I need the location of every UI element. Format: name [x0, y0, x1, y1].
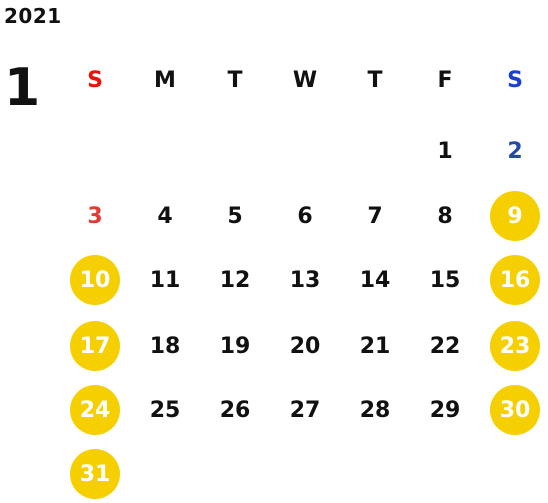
- day-cell[interactable]: 3: [67, 188, 123, 244]
- day-cell-highlighted[interactable]: 10: [67, 252, 123, 308]
- weekday-header-row: S M T W T F S: [67, 52, 548, 108]
- day-cell[interactable]: 8: [417, 188, 473, 244]
- weekday-saturday: S: [507, 67, 523, 93]
- day-number: 5: [227, 203, 243, 229]
- day-cell[interactable]: 4: [137, 188, 193, 244]
- week-row-4: 17 18 19 20 21 22 23: [67, 318, 548, 374]
- day-cell[interactable]: 2: [487, 123, 543, 179]
- day-cell-highlighted[interactable]: 16: [487, 252, 543, 308]
- day-cell[interactable]: 5: [207, 188, 263, 244]
- day-number: 10: [79, 267, 111, 293]
- weekday-thursday: T: [367, 67, 383, 93]
- day-cell-highlighted[interactable]: 31: [67, 446, 123, 502]
- day-cell[interactable]: 15: [417, 252, 473, 308]
- day-number: 28: [359, 397, 391, 423]
- day-number: 17: [79, 333, 111, 359]
- day-cell[interactable]: 21: [347, 318, 403, 374]
- day-cell-highlighted[interactable]: 24: [67, 382, 123, 438]
- day-cell[interactable]: 19: [207, 318, 263, 374]
- weekday-tuesday: T: [227, 67, 243, 93]
- day-number: 21: [359, 333, 391, 359]
- day-cell[interactable]: 13: [277, 252, 333, 308]
- day-cell[interactable]: 6: [277, 188, 333, 244]
- day-number: 12: [219, 267, 251, 293]
- day-number: 22: [429, 333, 461, 359]
- weekday-wednesday: W: [292, 67, 318, 93]
- day-cell[interactable]: 25: [137, 382, 193, 438]
- day-cell[interactable]: 27: [277, 382, 333, 438]
- day-number: 29: [429, 397, 461, 423]
- day-cell[interactable]: 1: [417, 123, 473, 179]
- day-number: 2: [507, 138, 523, 164]
- day-number: 31: [79, 461, 111, 487]
- day-number: 20: [289, 333, 321, 359]
- day-number: 26: [219, 397, 251, 423]
- day-number: 27: [289, 397, 321, 423]
- week-row-5: 24 25 26 27 28 29 30: [67, 382, 548, 438]
- weekday-monday: M: [154, 67, 176, 93]
- day-cell-highlighted[interactable]: 9: [487, 188, 543, 244]
- day-number: 13: [289, 267, 321, 293]
- day-number: 9: [507, 203, 523, 229]
- day-cell[interactable]: 28: [347, 382, 403, 438]
- day-cell[interactable]: 11: [137, 252, 193, 308]
- day-cell[interactable]: 29: [417, 382, 473, 438]
- day-number: 25: [149, 397, 181, 423]
- day-number: 14: [359, 267, 391, 293]
- month-label: 1: [4, 58, 41, 118]
- week-row-2: 3 4 5 6 7 8 9: [67, 188, 548, 244]
- day-number: 23: [499, 333, 531, 359]
- year-label: 2021: [4, 4, 62, 28]
- day-cell[interactable]: 7: [347, 188, 403, 244]
- day-number: 7: [367, 203, 383, 229]
- week-row-6: 31: [67, 446, 548, 502]
- day-number: 11: [149, 267, 181, 293]
- day-number: 6: [297, 203, 313, 229]
- day-number: 16: [499, 267, 531, 293]
- day-cell[interactable]: 14: [347, 252, 403, 308]
- day-number: 1: [437, 138, 453, 164]
- week-row-1: 1 2: [67, 123, 548, 179]
- day-number: 30: [499, 397, 531, 423]
- day-number: 3: [87, 203, 103, 229]
- weekday-friday: F: [437, 67, 453, 93]
- day-cell[interactable]: 20: [277, 318, 333, 374]
- week-row-3: 10 11 12 13 14 15 16: [67, 252, 548, 308]
- day-cell-highlighted[interactable]: 30: [487, 382, 543, 438]
- day-cell[interactable]: 22: [417, 318, 473, 374]
- day-cell[interactable]: 26: [207, 382, 263, 438]
- day-cell[interactable]: 18: [137, 318, 193, 374]
- day-number: 15: [429, 267, 461, 293]
- day-number: 4: [157, 203, 173, 229]
- day-cell-highlighted[interactable]: 23: [487, 318, 543, 374]
- day-cell-highlighted[interactable]: 17: [67, 318, 123, 374]
- weekday-sunday: S: [87, 67, 103, 93]
- day-cell[interactable]: 12: [207, 252, 263, 308]
- day-number: 8: [437, 203, 453, 229]
- day-number: 19: [219, 333, 251, 359]
- day-number: 24: [79, 397, 111, 423]
- day-number: 18: [149, 333, 181, 359]
